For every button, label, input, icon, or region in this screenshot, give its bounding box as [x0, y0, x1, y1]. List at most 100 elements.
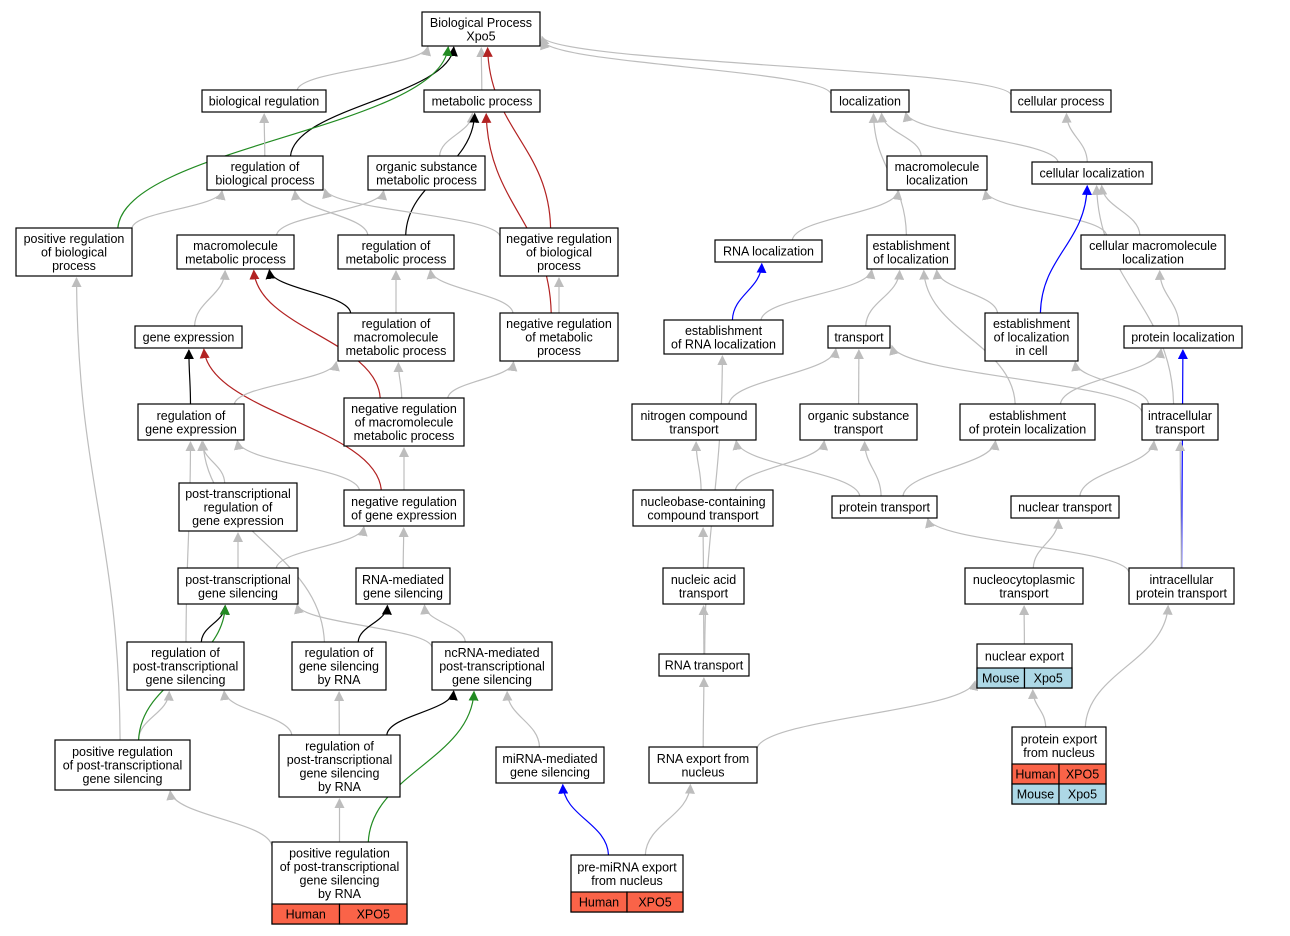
go-term-node[interactable]: cellular process [1010, 89, 1112, 113]
go-term-node[interactable]: RNA localization [714, 239, 823, 263]
node-label-line: intracellular [1150, 573, 1214, 587]
go-term-node[interactable]: transport [827, 325, 891, 349]
edge-is-a [439, 112, 477, 157]
edge-is-a [194, 269, 230, 327]
node-box [291, 641, 387, 691]
node-label-line: regulation of [151, 646, 220, 660]
go-term-node[interactable]: metabolic process [423, 89, 541, 113]
node-label-line: post-transcriptional [287, 753, 393, 767]
node-box [177, 567, 299, 605]
node-label-line: of protein localization [969, 422, 1086, 436]
node-label-line: protein localization [1131, 331, 1235, 345]
go-term-node[interactable]: RNA transport [658, 653, 750, 677]
node-label-line: of post-transcriptional [63, 759, 183, 773]
node-label-line: metabolic process [346, 252, 447, 266]
edge-is-a [925, 517, 1130, 573]
edge-is-a [1084, 604, 1173, 728]
node-box [632, 489, 774, 527]
edge-is-a [1059, 348, 1165, 405]
go-term-node[interactable]: biological regulation [201, 89, 327, 113]
node-label-line: metabolic process [185, 252, 286, 266]
node-label-line: regulation of [362, 317, 431, 331]
species-name: Human [1015, 768, 1055, 782]
node-box [830, 89, 910, 113]
node-label-line: cellular localization [1040, 167, 1145, 181]
node-label-line: from nucleus [591, 874, 663, 888]
node-label-line: gene expression [143, 331, 235, 345]
node-label-line: of biological [41, 246, 107, 260]
edge-part-of [731, 262, 767, 321]
edge-is-a [198, 440, 325, 643]
edge-is-a [902, 111, 1059, 163]
node-label-line: transport [669, 422, 719, 436]
node-box [658, 653, 750, 677]
node-label-line: of macromolecule [355, 416, 454, 430]
node-label-line: regulation of [157, 409, 226, 423]
go-term-node[interactable]: nuclear transport [1010, 495, 1120, 519]
node-label-line: biological regulation [209, 95, 320, 109]
node-label-line: positive regulation [72, 745, 173, 759]
node-label-line: nuclear export [985, 650, 1065, 664]
edge-is-a [691, 441, 702, 491]
edge-is-a [982, 189, 1108, 236]
node-label-line: biological process [215, 173, 314, 187]
edge-part-of [1177, 349, 1188, 569]
node-box [423, 89, 541, 113]
node-label-line: macromolecule [354, 331, 439, 345]
node-label-line: of post-transcriptional [280, 860, 400, 874]
node-label-line: cellular macromolecule [1089, 239, 1217, 253]
go-term-node[interactable]: cellular localization [1031, 161, 1153, 185]
edge-is-a [865, 269, 905, 327]
edge-is-a [233, 439, 360, 491]
edge-is-a [502, 690, 541, 748]
go-term-node[interactable]: gene expression [134, 325, 243, 349]
edge-is-a [185, 441, 196, 643]
go-term-node[interactable]: protein transport [831, 495, 938, 519]
node-label-line: Xpo5 [466, 29, 495, 43]
gene-cell [1058, 783, 1107, 805]
go-term-node[interactable]: protein localization [1123, 325, 1243, 349]
node-label-line: regulation of [204, 501, 273, 515]
go-term-node[interactable]: localization [830, 89, 910, 113]
node-box [206, 155, 324, 191]
